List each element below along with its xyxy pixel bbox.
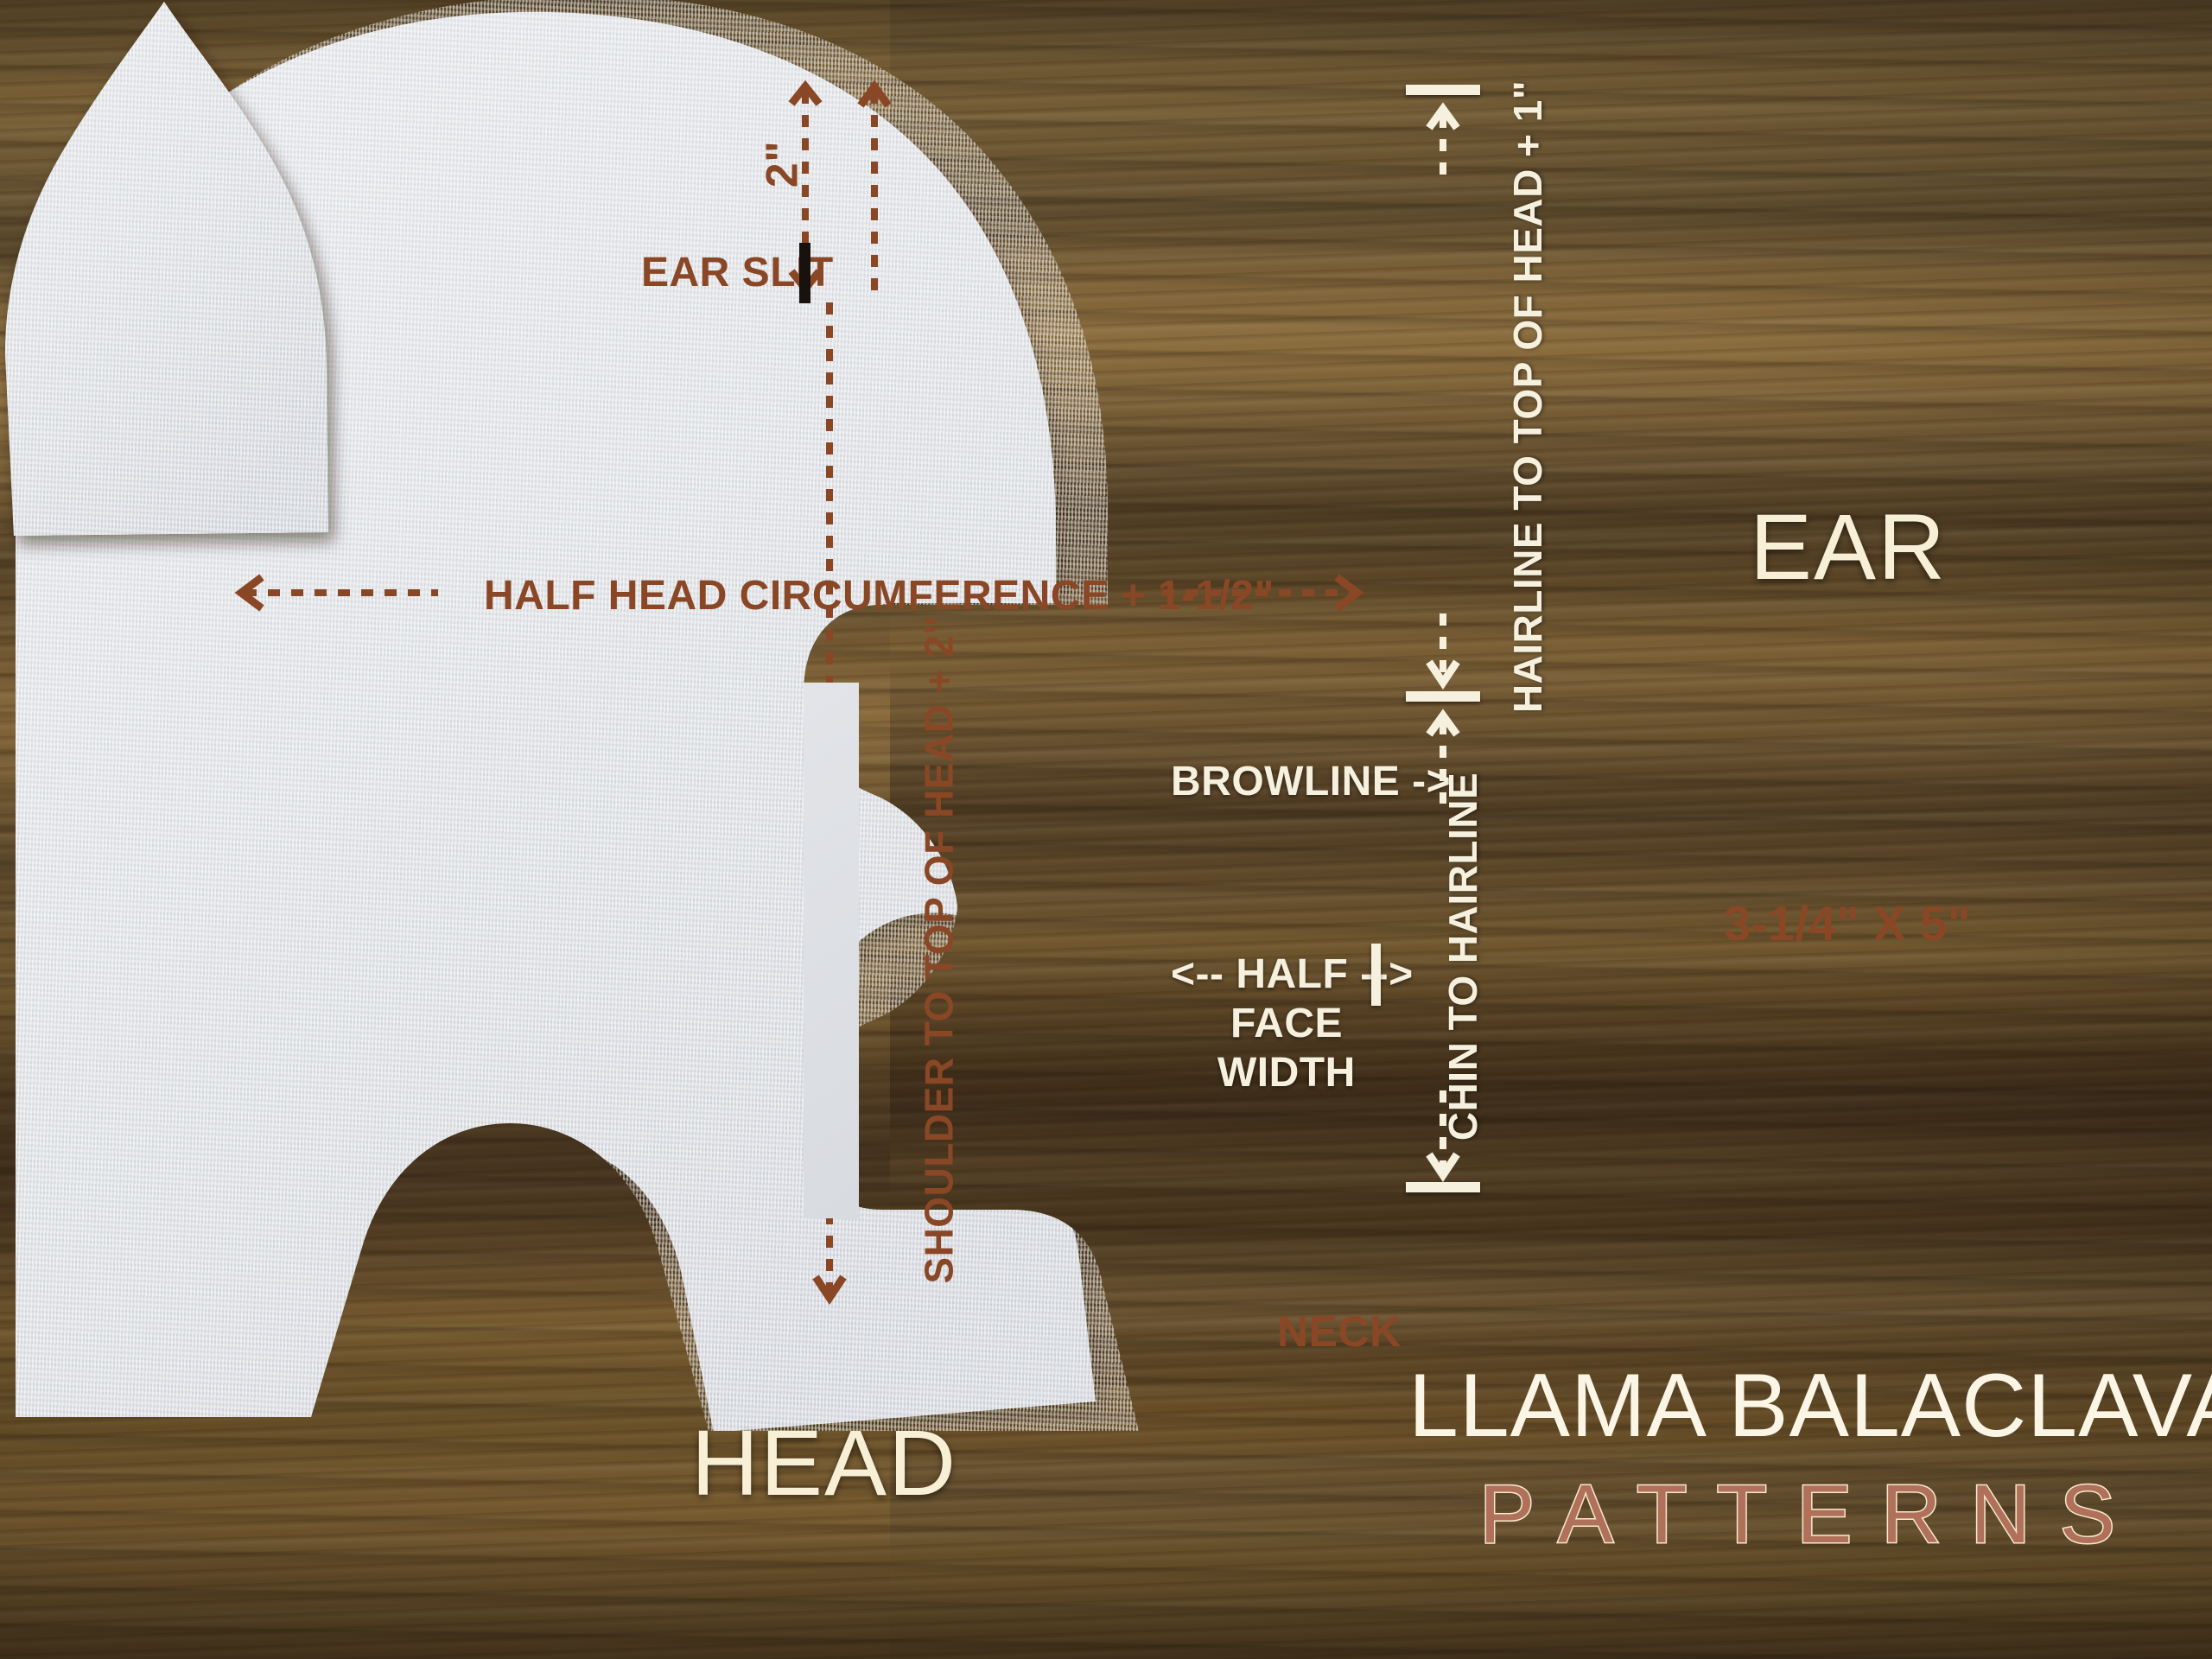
title-block: LLAMA BALACLAVA PATTERNS xyxy=(1408,1356,2212,1560)
hairline-to-top-of-head-label: HAIRLINE TO TOP OF HEAD + 1" xyxy=(1505,79,1551,714)
chin-hairline-tick-lower xyxy=(1406,1182,1480,1192)
ear-label: EAR xyxy=(1750,494,1948,599)
half-face-width-line2: FACE xyxy=(1230,1001,1344,1046)
ear-dimension-label: 3-1/4" X 5" xyxy=(1724,896,1971,950)
chin-to-hairline-label: CHIN TO HAIRLINE xyxy=(1440,772,1486,1141)
shoulder-to-top-of-head-label: SHOULDER TO TOP OF HEAD + 2" xyxy=(916,615,962,1284)
hairline-top-tick-lower xyxy=(1406,691,1480,702)
hairline-top-tick-upper xyxy=(1406,85,1480,95)
hairline-to-top-dimension xyxy=(1426,102,1460,690)
half-face-width-tick xyxy=(1371,944,1381,1006)
neck-label: NECK xyxy=(1277,1307,1402,1356)
half-head-circumference-label: HALF HEAD CIRCUMFERENCE + 1-1/2" xyxy=(484,573,1274,619)
half-face-width-line3: WIDTH xyxy=(1217,1050,1356,1096)
half-head-circumference-dimension xyxy=(234,574,1364,612)
browline-label: BROWLINE -> xyxy=(1171,759,1452,804)
ear-slit-mark xyxy=(799,243,810,303)
ear-slit-offset-label: 2" xyxy=(757,140,808,188)
chin-to-hairline-dimension xyxy=(1426,709,1460,1183)
title-sub: PATTERNS xyxy=(1478,1468,2145,1560)
title-main: LLAMA BALACLAVA xyxy=(1408,1356,2212,1456)
ear-pattern-outline xyxy=(5,2,328,536)
shoulder-label-backing xyxy=(804,683,859,1218)
head-label: HEAD xyxy=(691,1410,958,1515)
